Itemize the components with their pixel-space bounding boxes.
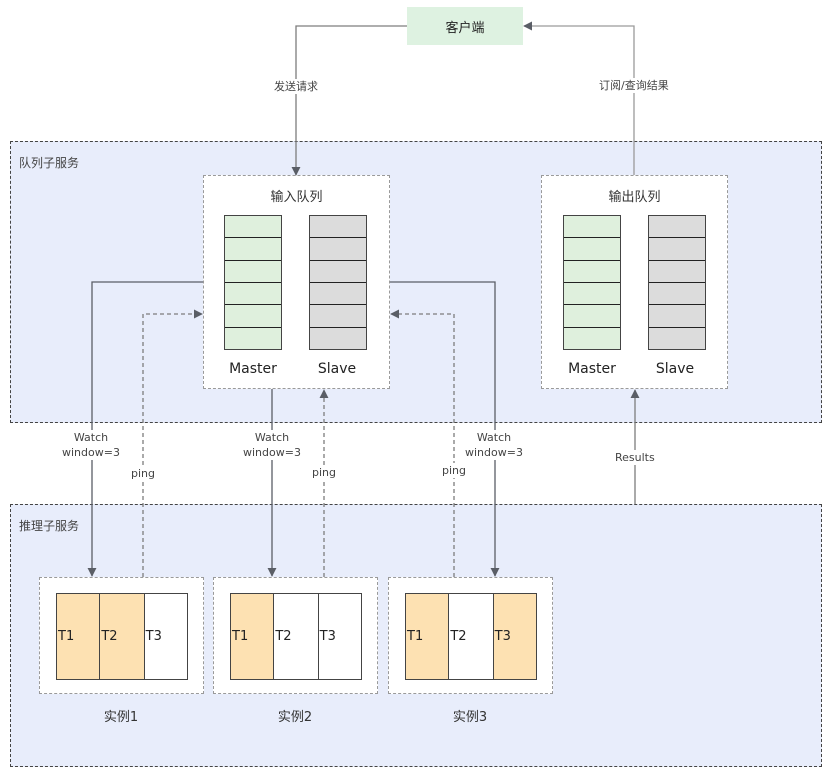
edge-watch-3: [390, 281, 500, 577]
edge-ping-1: [142, 309, 203, 577]
task-label: T2: [275, 629, 292, 644]
output-master-queue: [563, 215, 621, 350]
ping-label-1: ping: [131, 466, 155, 481]
instance-3-panel[interactable]: T1 T2 T3: [388, 577, 553, 694]
task-cell: T2: [100, 594, 145, 679]
output-slave-label: Slave: [655, 361, 695, 377]
queue-slot: [564, 283, 620, 306]
input-slave-queue: [309, 215, 367, 350]
task-label: T2: [101, 629, 118, 644]
subscribe-results-label: 订阅/查询结果: [599, 78, 669, 93]
task-label: T2: [450, 629, 467, 644]
queue-slot: [310, 261, 366, 283]
edge-watch-1: [87, 281, 203, 577]
task-cell: T2: [274, 594, 319, 679]
watch-label-1: Watch window=3: [62, 430, 120, 460]
input-slave-label: Slave: [317, 361, 357, 377]
ping-label-3: ping: [442, 463, 466, 478]
task-cell: T3: [144, 594, 188, 679]
queue-slot: [310, 216, 366, 239]
client-node[interactable]: 客户端: [407, 7, 523, 45]
instance-2-panel[interactable]: T1 T2 T3: [213, 577, 378, 694]
watch-label-3: Watch window=3: [465, 430, 523, 460]
task-label: T1: [407, 629, 424, 644]
ping-label-2: ping: [312, 465, 336, 480]
instance-1-panel[interactable]: T1 T2 T3: [39, 577, 204, 694]
output-queue-title: 输出队列: [608, 190, 661, 205]
client-label: 客户端: [445, 20, 485, 36]
task-label: T3: [319, 629, 336, 644]
task-cell: T1: [231, 594, 275, 679]
task-label: T1: [58, 629, 75, 644]
queue-slot: [564, 216, 620, 239]
queue-slot: [649, 283, 705, 306]
task-cell: T2: [449, 594, 494, 679]
instance-3-tasks: T1 T2 T3: [405, 593, 537, 680]
task-label: T3: [145, 629, 162, 644]
watch-label-2: Watch window=3: [243, 430, 301, 460]
edge-send-request: [291, 25, 407, 176]
queue-slot: [649, 238, 705, 261]
edge-ping-3: [390, 309, 455, 577]
output-master-label: Master: [568, 361, 616, 377]
queue-slot: [564, 305, 620, 328]
queue-slot: [225, 261, 281, 283]
queue-slot: [649, 305, 705, 328]
instance-2-tasks: T1 T2 T3: [230, 593, 362, 680]
input-master-label: Master: [229, 361, 277, 377]
task-label: T1: [232, 629, 249, 644]
task-cell: T1: [406, 594, 450, 679]
queue-slot: [225, 305, 281, 328]
task-cell: T1: [57, 594, 101, 679]
task-cell: T3: [318, 594, 362, 679]
queue-slot: [310, 238, 366, 261]
results-label: Results: [615, 450, 655, 465]
input-master-queue: [224, 215, 282, 350]
input-queue-panel: 输入队列 Master Slave: [203, 175, 390, 389]
queue-slot: [225, 238, 281, 261]
output-queue-panel: 输出队列 Master Slave: [541, 175, 728, 389]
task-cell: T3: [493, 594, 537, 679]
input-queue-title: 输入队列: [270, 190, 323, 205]
queue-slot: [225, 216, 281, 239]
instance-3-label: 实例3: [452, 710, 488, 725]
send-request-label: 发送请求: [274, 79, 318, 94]
queue-service-label: 队列子服务: [19, 156, 80, 170]
queue-slot: [564, 261, 620, 283]
queue-slot: [310, 305, 366, 328]
queue-slot: [564, 238, 620, 261]
queue-slot: [649, 216, 705, 239]
output-slave-queue: [648, 215, 706, 350]
queue-slot: [225, 283, 281, 306]
queue-slot: [649, 261, 705, 283]
edge-subscribe-results: [523, 21, 635, 175]
queue-slot: [310, 283, 366, 306]
inference-service-label: 推理子服务: [19, 519, 80, 533]
instance-2-label: 实例2: [277, 710, 313, 725]
instance-1-label: 实例1: [103, 710, 139, 725]
instance-1-tasks: T1 T2 T3: [56, 593, 188, 680]
task-label: T3: [494, 629, 511, 644]
